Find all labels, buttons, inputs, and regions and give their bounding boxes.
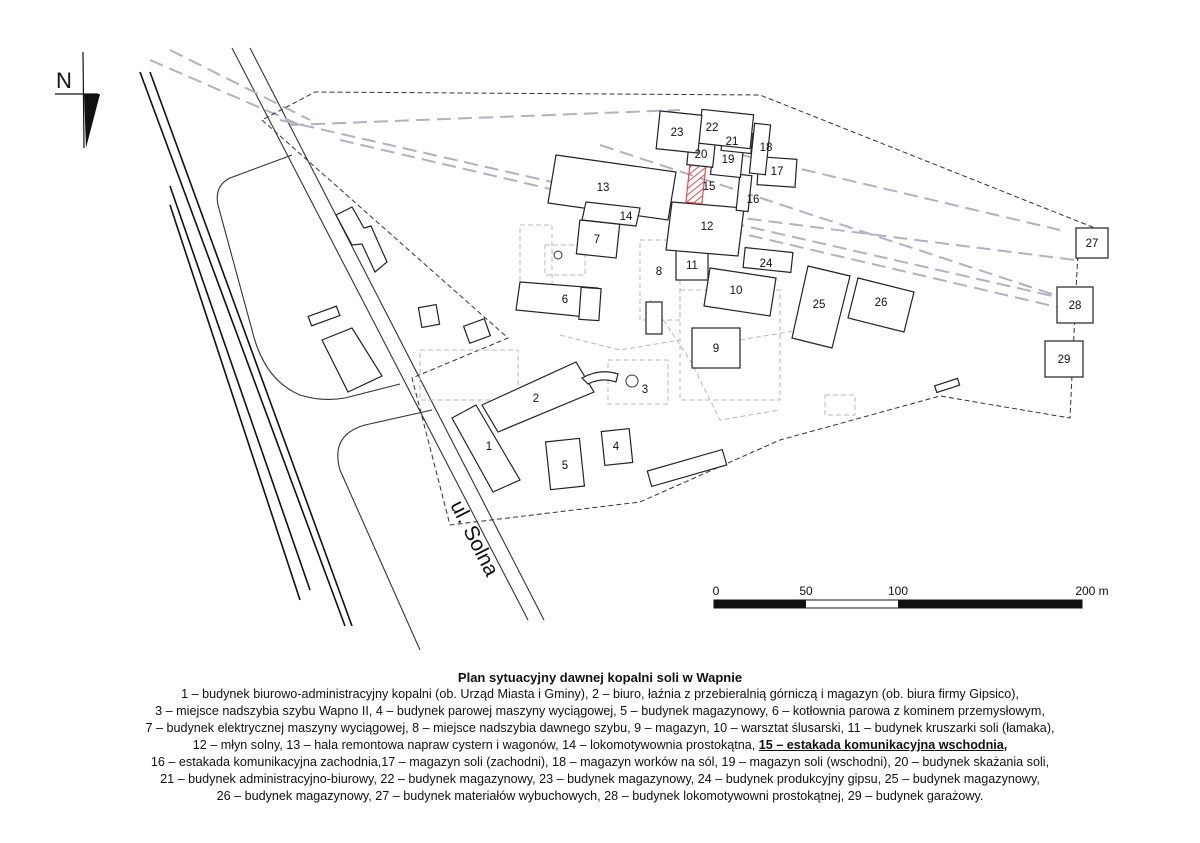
building-1 [451,404,521,493]
caption-line: 21 – budynek administracyjno-biurowy, 22… [160,772,1040,786]
building-number-14: 14 [620,211,633,223]
building-number-12: 12 [701,221,714,233]
building-number-5: 5 [562,460,568,472]
unnumbered-buildings [307,206,961,394]
building-number-6: 6 [562,294,568,306]
building-number-23: 23 [671,127,684,139]
building-number-2: 2 [533,393,539,405]
building-number-24: 24 [760,258,773,270]
building-number-22: 22 [706,122,719,134]
caption-line: 7 – budynek elektrycznej maszyny wyciągo… [145,721,1055,735]
building-number-15: 15 [703,181,716,193]
building-23 [655,110,703,154]
building-number-18: 18 [760,142,773,154]
building-27 [1075,227,1109,259]
scale-bar: 0 50 100 200 m [713,584,1109,609]
building-number-21: 21 [726,136,739,148]
railway-tracks [139,71,353,627]
building-24 [742,246,794,274]
building-number-29: 29 [1058,354,1071,366]
building-number-16: 16 [747,194,760,206]
caption-line: 12 – młyn solny, 13 – hala remontowa nap… [20,737,1180,754]
caption-line-part: 12 – młyn solny, 13 – hala remontowa nap… [192,738,756,752]
building-28 [1056,286,1094,324]
site-boundary [261,91,1101,526]
caption-line: 1 – budynek biurowo-administracyjny kopa… [181,687,1019,701]
building-2 [481,361,595,433]
building-number-25: 25 [813,299,826,311]
map-legend-caption: Plan sytuacyjny dawnej kopalni soli w Wa… [20,669,1180,805]
building-16 [735,173,753,213]
building-10 [703,267,777,317]
building-5 [544,437,586,491]
scale-tick-0: 0 [713,584,720,598]
building-number-11: 11 [686,260,698,272]
building-29 [1044,340,1084,378]
building-number-28: 28 [1069,300,1082,312]
building-number-26: 26 [875,297,888,309]
numbered-buildings [451,108,1109,493]
building-number-3: 3 [642,384,648,396]
scale-tick-200: 200 m [1075,584,1108,598]
north-label: N [56,68,72,93]
caption-line: 26 – budynek magazynowy, 27 – budynek ma… [216,789,984,803]
building-4 [600,427,634,467]
building-number-1: 1 [486,441,492,453]
caption-highlight: 15 – estakada komunikacyjna wschodnia, [758,738,1008,752]
building-14 [581,201,641,227]
building-number-17: 17 [771,166,784,178]
site-plan-map: 1234567891011121314151617181920212223242… [55,47,1109,651]
building-number-27: 27 [1086,238,1099,250]
street-lines [216,47,545,651]
caption-line: 16 – estakada komunikacyjna zachodnia,17… [150,755,1050,769]
building-number-4: 4 [613,441,620,453]
former-structures [419,224,856,421]
building-number-9: 9 [713,343,719,355]
building-number-7: 7 [594,234,600,246]
building-13 [547,154,677,221]
caption-line: 3 – miejsce nadszybia szybu Wapno II, 4 … [155,704,1045,718]
street-label: ul. Solna [446,497,504,581]
building-9 [691,327,741,369]
building-number-labels: 1234567891011121314151617181920212223242… [486,122,1099,472]
north-arrow: N [55,51,100,149]
building-number-19: 19 [722,154,735,166]
building-26 [847,277,915,333]
building-number-8: 8 [656,266,662,278]
scale-tick-100: 100 [888,584,908,598]
building-25 [791,265,851,349]
building-number-13: 13 [597,182,610,194]
building-18 [748,122,772,176]
caption-title: Plan sytuacyjny dawnej kopalni soli w Wa… [457,670,743,685]
building-number-20: 20 [695,149,708,161]
building-number-10: 10 [730,285,743,297]
scale-tick-50: 50 [799,584,813,598]
building-12 [665,201,745,257]
